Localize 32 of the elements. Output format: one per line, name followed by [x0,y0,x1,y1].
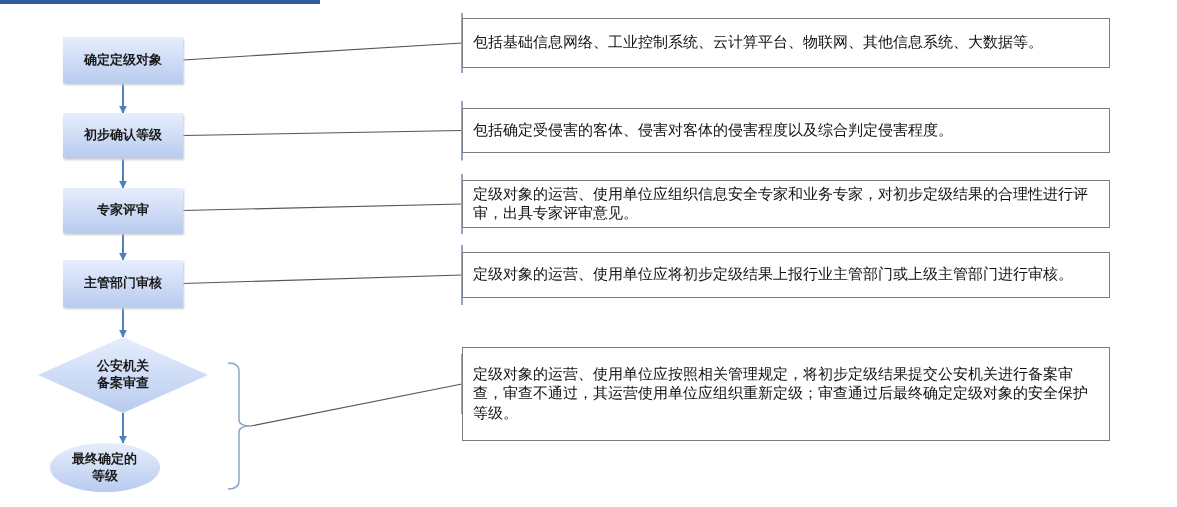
callout-line [182,244,463,306]
description-text: 定级对象的运营、使用单位应按照相关管理规定，将初步定级结果提交公安机关进行备案审查，审查不通过，其运营使用单位应组织重新定级；审查通过后最终确定定级对象的安全保护等级。 [473,364,1089,424]
step-label: 主管部门审核 [84,275,162,292]
flow-arrow [119,157,127,189]
decision-diamond [38,337,208,413]
process-box [63,37,183,83]
step-label: 专家评审 [97,202,149,219]
description-box [462,18,1110,68]
process-box [63,260,183,307]
flow-arrow [119,306,127,338]
process-box [63,188,183,233]
step-label: 确定定级对象 [84,51,162,69]
callout-line [182,99,463,162]
description-box [462,180,1110,228]
process-box [63,113,183,158]
step-label: 公安机关备案审查 [96,358,150,392]
step-label: 初步确认等级 [84,127,162,144]
description-box [462,252,1110,298]
callout-line [182,173,463,235]
callout-line [182,12,463,74]
terminal-ellipse [50,443,160,492]
description-text: 包括确定受侵害的客体、侵害对客体的侵害程度以及综合判定侵害程度。 [473,120,953,141]
step-label: 最终确定的等级 [72,450,138,485]
flow-arrow [119,82,127,114]
description-text: 定级对象的运营、使用单位应组织信息安全专家和业务专家，对初步定级结果的合理性进行评审，出具专家评审意见。 [473,184,1089,224]
flow-arrow [119,412,127,444]
flow-arrow [119,232,127,261]
description-box [462,108,1110,153]
description-text: 定级对象的运营、使用单位应将初步定级结果上报行业主管部门或上级主管部门进行审核。 [473,265,1073,285]
description-text: 包括基础信息网络、工业控制系统、云计算平台、物联网、其他信息系统、大数据等。 [473,33,1043,53]
description-box [462,347,1110,441]
curly-brace [228,362,251,490]
